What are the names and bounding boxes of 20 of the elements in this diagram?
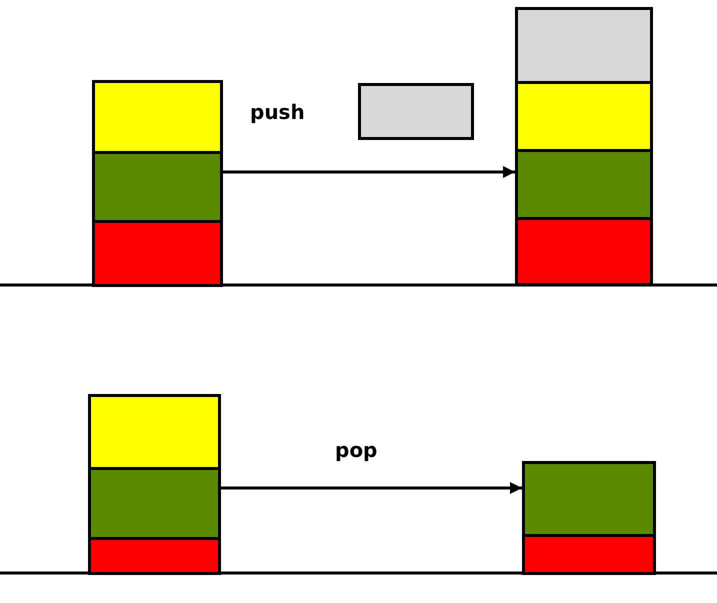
stack-block: [91, 537, 218, 572]
stack: [92, 80, 223, 287]
stack-block: [95, 83, 220, 151]
stack-block: [95, 220, 220, 284]
arrow: [221, 482, 522, 494]
stack-block: [95, 151, 220, 220]
stack-block: [525, 534, 653, 572]
stack-block: [518, 217, 650, 283]
stack: [515, 7, 653, 286]
edge-label: push: [250, 102, 305, 122]
stack-block: [518, 149, 650, 217]
arrow: [223, 166, 515, 178]
stack-block: [525, 464, 653, 534]
pushed-block: [358, 83, 474, 140]
stack: [88, 394, 221, 575]
stack-block: [91, 397, 218, 467]
stack-block: [91, 467, 218, 537]
stack-block: [518, 81, 650, 149]
stack: [522, 461, 656, 575]
stack-block: [518, 10, 650, 81]
